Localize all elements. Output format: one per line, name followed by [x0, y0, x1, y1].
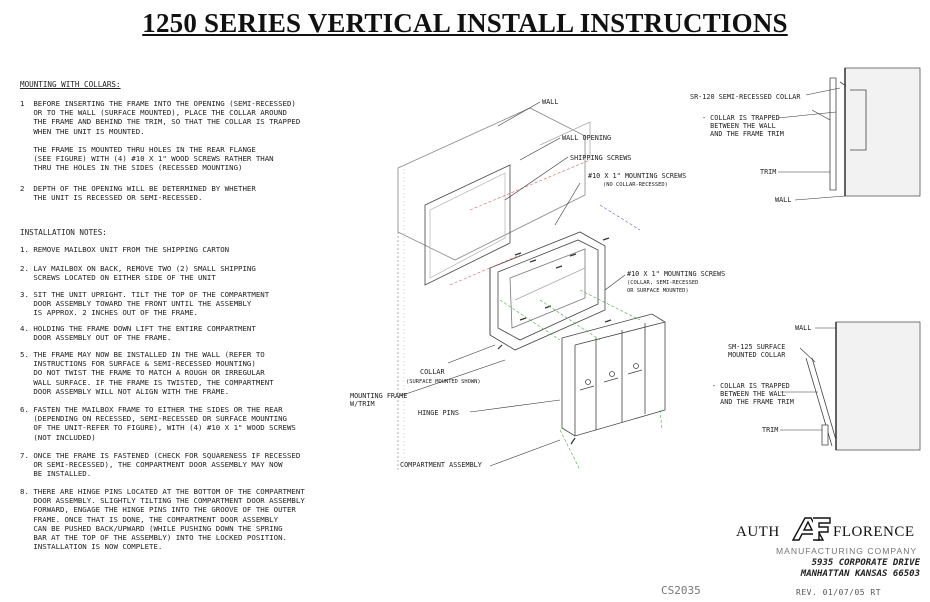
install-step-1: 1. REMOVE MAILBOX UNIT FROM THE SHIPPING…	[20, 245, 230, 254]
install-step-7: 7. ONCE THE FRAME IS FASTENED (CHECK FOR…	[20, 451, 301, 479]
company-address: 5935 CORPORATE DRIVE MANHATTAN KANSAS 66…	[800, 558, 920, 579]
mounting-frame-drawing	[489, 231, 606, 351]
detail-bottom-wall: WALL	[795, 324, 812, 332]
install-step-5: 5. THE FRAME MAY NOW BE INSTALLED IN THE…	[20, 350, 274, 396]
af-logo-icon	[791, 517, 831, 541]
label-shipping-screws: SHIPPING SCREWS	[570, 154, 632, 162]
detail-bottom-collar: SM-125 SURFACE MOUNTED COLLAR	[728, 343, 786, 359]
install-step-6: 6. FASTEN THE MAILBOX FRAME TO EITHER TH…	[20, 405, 296, 442]
detail-bottom-trim: TRIM	[762, 426, 779, 434]
install-step-4: 4. HOLDING THE FRAME DOWN LIFT THE ENTIR…	[20, 324, 256, 343]
page-title: 1250 SERIES VERTICAL INSTALL INSTRUCTION…	[142, 8, 788, 38]
revision-date: REV. 01/07/05 RT	[796, 588, 882, 597]
label-compartment-assembly: COMPARTMENT ASSEMBLY	[400, 461, 482, 469]
install-step-8: 8. THERE ARE HINGE PINS LOCATED AT THE B…	[20, 487, 305, 552]
label-mounting-screws-a: #10 X 1" MOUNTING SCREWS	[588, 172, 687, 180]
mounting-heading: MOUNTING WITH COLLARS:	[20, 80, 121, 89]
install-step-3: 3. SIT THE UNIT UPRIGHT. TILT THE TOP OF…	[20, 290, 270, 318]
label-mounting-screws-a-sub: (NO COLLAR-RECESSED)	[603, 182, 668, 188]
mounting-step-1: 1 BEFORE INSERTING THE FRAME INTO THE OP…	[20, 99, 301, 173]
mounting-step-2: 2 DEPTH OF THE OPENING WILL BE DETERMINE…	[20, 184, 256, 203]
label-wall: WALL	[542, 98, 559, 106]
document-code: CS2035	[661, 584, 701, 597]
company-logo: AUTH FLORENCE	[736, 517, 914, 558]
detail-bottom-trapped: - COLLAR IS TRAPPED BETWEEN THE WALL AND…	[712, 382, 794, 406]
label-wall-opening: WALL OPENING	[562, 134, 612, 142]
detail-top-trapped: - COLLAR IS TRAPPED BETWEEN THE WALL AND…	[702, 114, 784, 138]
company-name-right: FLORENCE	[833, 524, 915, 540]
install-step-2: 2. LAY MAILBOX ON BACK, REMOVE TWO (2) S…	[20, 264, 256, 283]
compartment-assembly-drawing	[561, 313, 666, 437]
detail-top-trim: TRIM	[760, 168, 777, 176]
surface-mounted-detail-drawing	[780, 321, 921, 451]
label-collar-sub: (SURFACE MOUNTED SHOWN)	[406, 379, 481, 385]
semi-recessed-detail-drawing	[777, 67, 921, 201]
detail-top-collar: SR-120 SEMI-RECESSED COLLAR	[690, 93, 801, 101]
label-mounting-screws-b: #10 X 1" MOUNTING SCREWS	[627, 270, 726, 278]
label-mounting-frame: MOUNTING FRAME W/TRIM	[350, 392, 408, 408]
label-hinge-pins: HINGE PINS	[418, 409, 459, 417]
company-subtitle: MANUFACTURING COMPANY	[776, 546, 918, 556]
detail-top-wall: WALL	[775, 196, 792, 204]
label-collar: COLLAR	[420, 368, 445, 376]
screws-drawing	[497, 237, 612, 445]
company-name-left: AUTH	[736, 524, 780, 540]
label-mounting-screws-b-sub: (COLLAR, SEMI-RECESSED OR SURFACE MOUNTE…	[627, 280, 699, 294]
install-heading: INSTALLATION NOTES:	[20, 228, 107, 237]
